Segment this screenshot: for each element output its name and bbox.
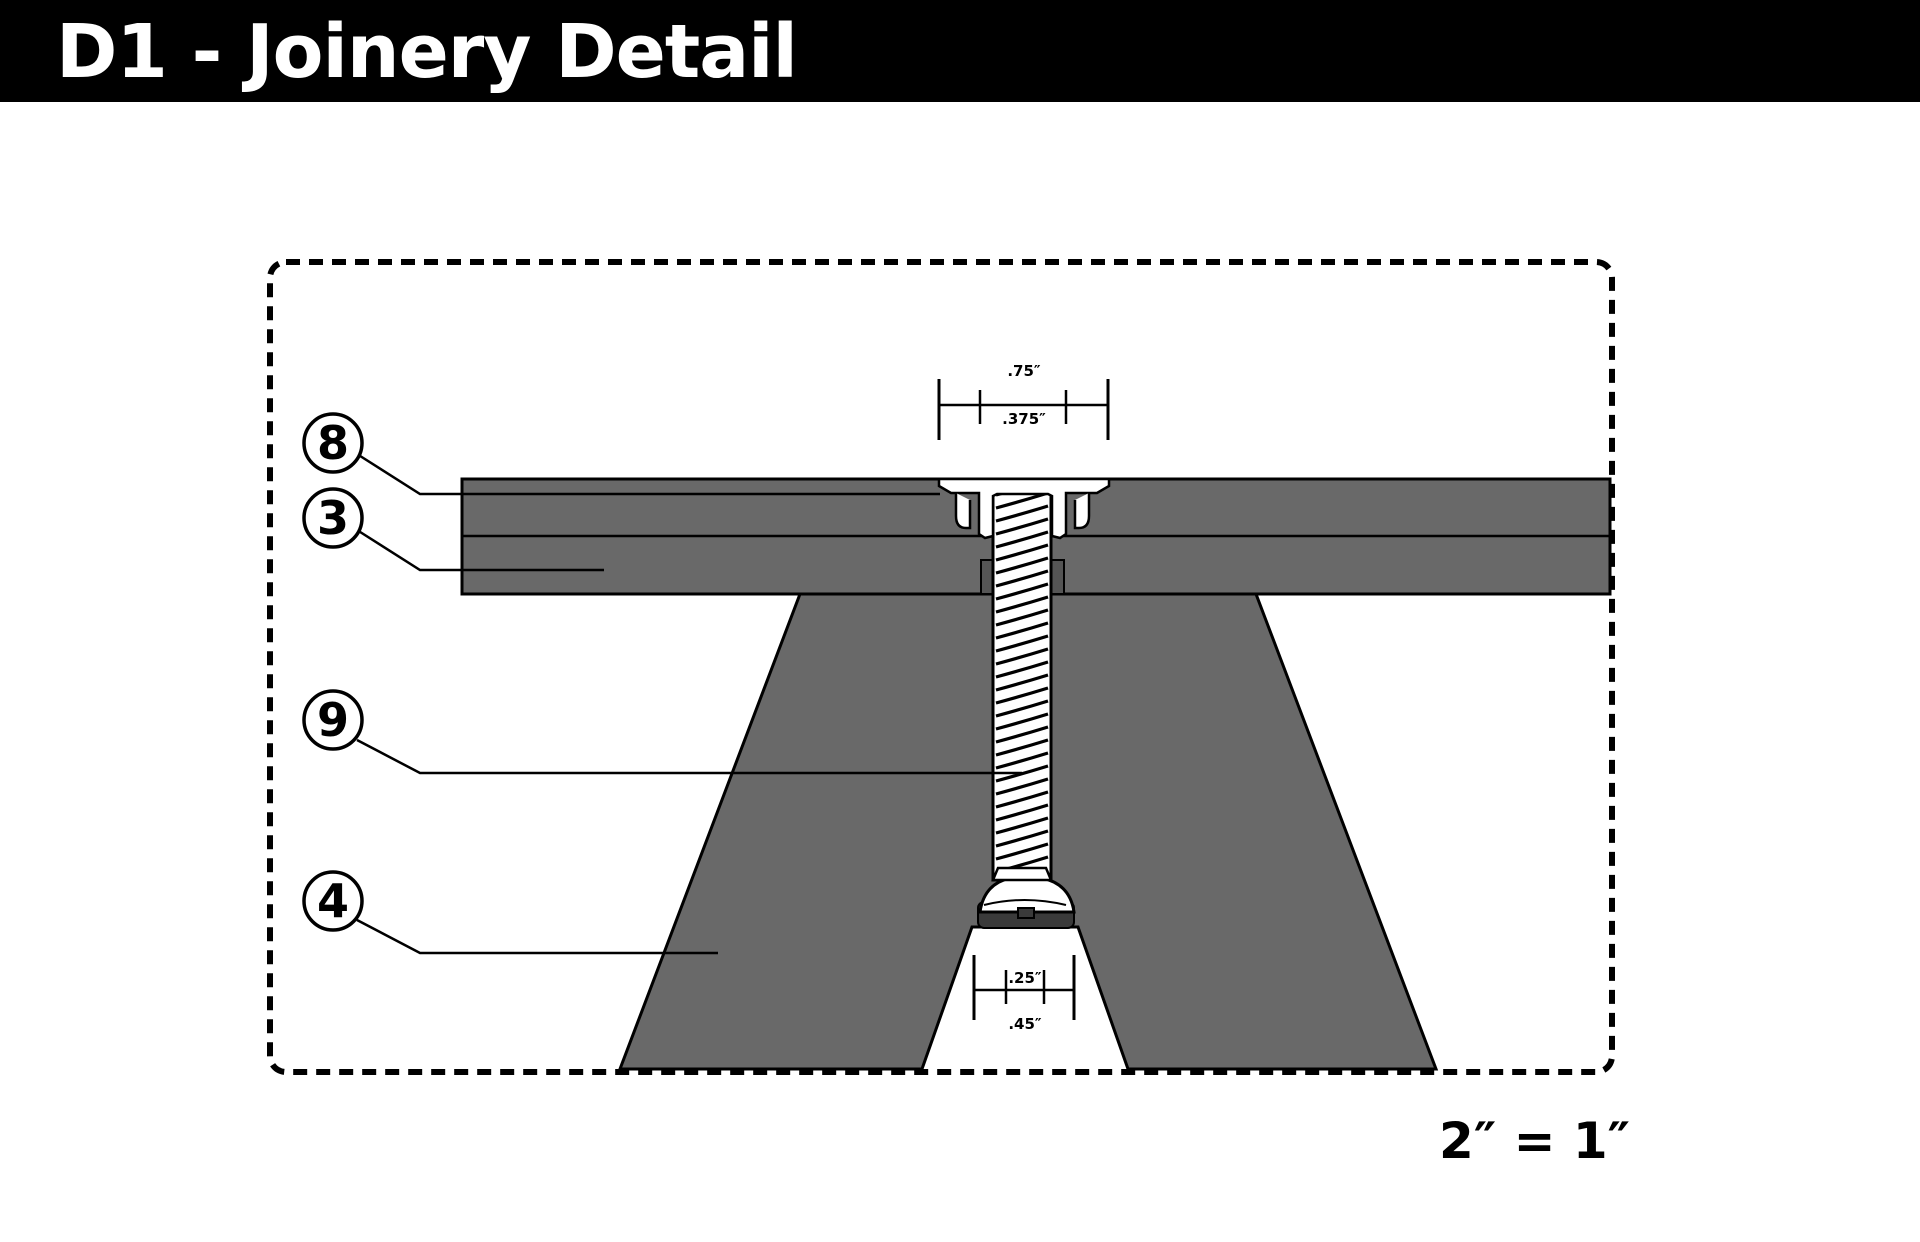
dim-top-inner: .375″	[1002, 410, 1046, 428]
thread-line	[995, 738, 1049, 757]
thread-line	[995, 686, 1049, 705]
thread-line	[995, 712, 1049, 731]
bolt-head	[977, 866, 1076, 929]
leader-4	[356, 918, 718, 955]
dim-bottom-outer: .45″	[1008, 1015, 1042, 1033]
thread-line	[995, 608, 1049, 627]
detail-boundary	[267, 259, 1615, 1075]
thread-line	[995, 569, 1049, 588]
page-title: D1 - Joinery Detail	[56, 9, 798, 95]
thread-line	[995, 634, 1049, 653]
bottom-dimension	[972, 955, 1076, 1020]
thread-line	[995, 504, 1049, 523]
callout-8-label: 8	[317, 416, 349, 470]
leader-9	[356, 738, 1022, 775]
scale-label: 2″ = 1″	[1439, 1112, 1630, 1170]
leader-lines	[356, 452, 1022, 955]
callout-4-label: 4	[317, 874, 349, 928]
thread-line	[995, 517, 1049, 536]
callout-9-label: 9	[317, 693, 349, 747]
thread-line	[995, 842, 1049, 861]
thread-line	[995, 582, 1049, 601]
callout-4: 4	[302, 870, 364, 932]
thread-line	[995, 725, 1049, 744]
thread-line	[995, 660, 1049, 679]
thread-line	[995, 803, 1049, 822]
title-bar: D1 - Joinery Detail	[0, 0, 1920, 102]
thread-line	[995, 790, 1049, 809]
thread-line	[995, 647, 1049, 666]
thread-line	[995, 751, 1049, 770]
thread-line	[995, 543, 1049, 562]
thread-line	[995, 595, 1049, 614]
dim-top-outer: .75″	[1007, 362, 1041, 380]
leader-3	[356, 528, 604, 572]
thread-line	[995, 621, 1049, 640]
bolt-threads	[995, 478, 1049, 874]
threaded-insert	[937, 477, 1111, 540]
callout-3-label: 3	[317, 491, 349, 545]
thread-line	[995, 673, 1049, 692]
dim-bottom-inner: .25″	[1008, 969, 1042, 987]
callout-3: 3	[302, 487, 364, 549]
thread-line	[995, 777, 1049, 796]
thread-line	[995, 530, 1049, 549]
leader-8	[356, 452, 940, 496]
callout-9: 9	[302, 689, 364, 751]
thread-line	[995, 699, 1049, 718]
thread-line	[995, 556, 1049, 575]
top-dimension	[937, 379, 1110, 440]
thread-line	[995, 829, 1049, 848]
callout-8: 8	[302, 412, 364, 474]
thread-line	[995, 816, 1049, 835]
